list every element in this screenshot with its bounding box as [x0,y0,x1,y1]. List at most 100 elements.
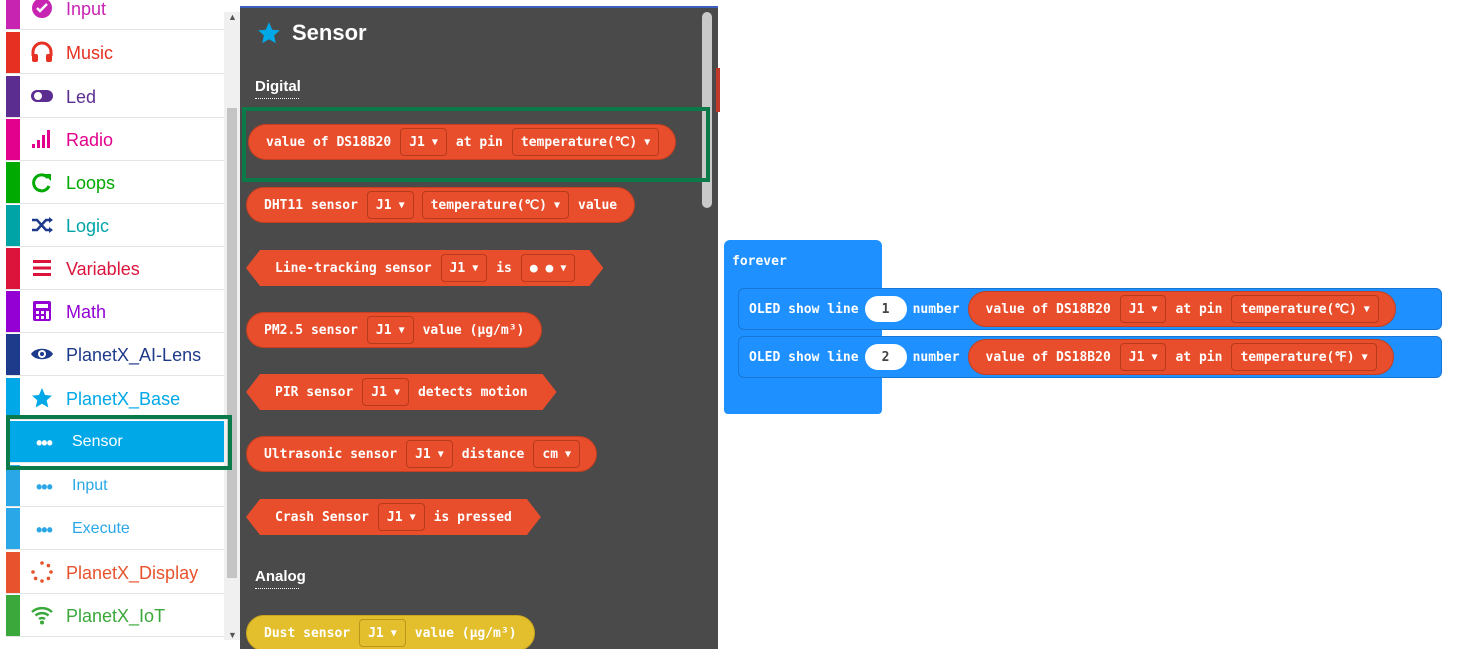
category-math[interactable]: Math [6,291,224,333]
category-music[interactable]: Music [6,32,224,74]
block-text: value (μg/m³) [422,322,525,338]
port-dropdown[interactable]: J1 ▼ [406,440,453,468]
dropdown-value: J1 [1128,349,1145,365]
caret-down-icon: ▼ [1363,303,1370,315]
block-line-tracking[interactable]: Line-tracking sensor J1▼ is ● ●▼ [246,250,603,286]
caret-down-icon: ▼ [1151,351,1158,363]
dropdown-value: J1 [375,197,392,213]
dots-icon: ••• [36,520,53,540]
state-dropdown[interactable]: ● ●▼ [521,254,576,282]
scroll-down-arrow-icon[interactable]: ▼ [228,630,237,640]
subcategory-execute[interactable]: ••• Execute [6,508,224,550]
unit-dropdown[interactable]: temperature(℃)▼ [511,128,660,156]
toolbox-scrollbar[interactable]: ▲ ▼ [224,12,240,640]
port-dropdown[interactable]: J1 ▼ [1119,295,1167,323]
port-dropdown[interactable]: J1 ▼ [441,254,488,282]
oled-show-line-block[interactable]: OLED show line 1 number value of DS18B20… [738,288,1442,330]
dropdown-value: temperature(℃) [430,197,547,213]
category-planetx-ai-lens[interactable]: PlanetX_AI-Lens [6,334,224,376]
category-radio[interactable]: Radio [6,119,224,161]
category-label: Logic [66,216,110,236]
subcategory-input[interactable]: ••• Input [6,465,224,507]
category-logic[interactable]: Logic [6,205,224,247]
category-label: Music [66,43,114,63]
star-icon [258,22,280,44]
unit-dropdown[interactable]: temperature(℃) ▼ [421,191,569,219]
port-dropdown[interactable]: J1▼ [366,191,414,219]
block-text: number [912,349,960,365]
category-planetx-base[interactable]: PlanetX_Base [6,378,224,420]
caret-down-icon: ▼ [553,199,560,211]
dropdown-value: temperature(℃) [1240,301,1357,317]
port-dropdown[interactable]: J1▼ [359,619,406,647]
caret-down-icon: ▼ [390,627,397,639]
menu-lines-icon [30,256,54,280]
category-toolbox: Input Music Led Radio Loops Logic Variab… [0,0,240,649]
unit-dropdown[interactable]: cm▼ [533,440,581,468]
category-label: Execute [72,520,130,537]
scrollbar-thumb[interactable] [227,108,237,578]
dropdown-value: temperature(℃) [520,134,638,150]
signal-bars-icon [30,127,54,151]
section-label: Analog [255,568,306,585]
caret-down-icon: ▼ [472,262,479,274]
dropdown-value: J1 [371,384,387,400]
caret-down-icon: ▼ [437,448,444,460]
caret-down-icon: ▼ [565,448,572,460]
block-text: PM2.5 sensor [264,322,358,338]
dropdown-value: J1 [415,446,431,462]
line-number-input[interactable]: 1 [864,296,907,322]
shuffle-icon [30,213,54,237]
dropdown-value: J1 [409,134,425,150]
caret-down-icon: ▼ [1151,303,1158,315]
section-label: Digital [255,78,301,95]
loop-arrow-icon [30,170,54,194]
caret-down-icon: ▼ [560,262,567,274]
block-ds18b20-value[interactable]: value of DS18B20 J1▼ at pin temperature(… [967,339,1394,375]
category-label: Variables [66,259,140,279]
block-dht11-value[interactable]: DHT11 sensor J1▼ temperature(℃)▼ value [246,187,636,223]
caret-down-icon: ▼ [431,136,438,148]
block-dust-value[interactable]: Dust sensor J1▼ value (μg/m³) [246,615,535,649]
oled-show-line-block[interactable]: OLED show line 2 number value of DS18B20… [738,336,1442,378]
star-icon [30,386,54,410]
eye-icon [30,342,54,366]
line-number-input[interactable]: 2 [864,344,907,370]
category-loops[interactable]: Loops [6,162,224,204]
dropdown-value: J1 [449,260,466,276]
block-text: value [578,197,618,213]
block-crash-pressed[interactable]: Crash Sensor J1▼ is pressed [246,499,541,535]
block-pm25-value[interactable]: PM2.5 sensor J1 ▼ value (μg/m³) [246,312,543,348]
headphones-icon [30,40,54,64]
highlight-frame [242,107,710,182]
port-dropdown[interactable]: J1 ▼ [366,316,414,344]
dropdown-value: J1 [375,322,392,338]
port-dropdown[interactable]: J1 ▼ [1119,343,1167,371]
scroll-up-arrow-icon[interactable]: ▲ [228,12,237,22]
dropdown-value: J1 [1128,301,1145,317]
category-label: Math [66,302,107,322]
block-text: distance [461,446,525,462]
section-heading-digital: Digital [255,78,301,99]
block-ultrasonic-distance[interactable]: Ultrasonic sensor J1▼ distance cm▼ [246,436,598,472]
block-text: Dust sensor [264,625,351,641]
category-variables[interactable]: Variables [6,248,224,290]
category-planetx-iot[interactable]: PlanetX_IoT [6,595,224,637]
flyout-top-border [240,6,718,9]
block-ds18b20-value[interactable]: value of DS18B20 J1▼ at pin temperature(… [967,291,1396,327]
category-label: Sensor [72,433,123,450]
category-led[interactable]: Led [6,76,224,118]
port-dropdown[interactable]: J1▼ [362,378,409,406]
dots-icon: ••• [36,433,53,453]
port-dropdown[interactable]: J1 ▼ [400,128,447,156]
port-dropdown[interactable]: J1▼ [378,503,425,531]
unit-dropdown[interactable]: temperature(℉)▼ [1231,343,1377,371]
block-ds18b20-value[interactable]: value of DS18B20 J1▼ at pin temperature(… [248,124,677,160]
category-input[interactable]: Input [6,0,224,30]
caret-down-icon: ▼ [398,324,405,336]
block-pir-motion[interactable]: PIR sensor J1▼ detects motion [246,374,557,410]
unit-dropdown[interactable]: temperature(℃) ▼ [1231,295,1379,323]
dropdown-value: temperature(℉) [1240,349,1355,365]
category-planetx-display[interactable]: PlanetX_Display [6,552,224,594]
forever-label: forever [732,254,787,269]
